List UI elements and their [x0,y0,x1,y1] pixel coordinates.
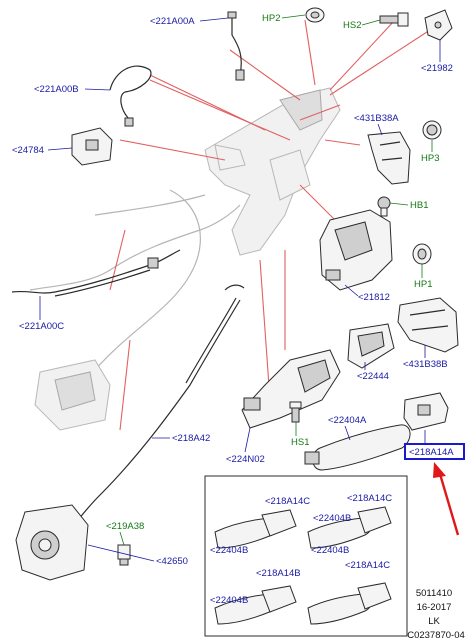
label-219A38: <219A38 [106,521,144,532]
footer-reference: 5011410 16-2017 LK C0237870-04 [407,588,465,641]
cover-431B38A [367,131,411,185]
callout-labels: <221A00A HP2 HS2 <21982 <221A00B <431B38… [12,13,465,606]
screw-HS1 [289,401,302,423]
plug-HP3 [422,120,442,140]
highlight-box-218A14A [404,443,465,460]
label-HS2: HS2 [343,20,361,31]
bolt-HB1 [377,196,391,217]
label-21812: <21812 [358,292,390,303]
ghost-door-structure [29,87,341,431]
inset-label-22404B-4: <22404B [210,595,248,606]
label-221A00C: <221A00C [19,321,64,332]
label-22444: <22444 [357,371,389,382]
red-leader-lines [109,19,431,431]
label-224N02: <224N02 [226,454,265,465]
label-221A00B: <221A00B [34,84,79,95]
label-24784: <24784 [12,145,44,156]
screw-HS2 [379,12,409,27]
label-431B38B: <431B38B [403,359,448,370]
striker-21982 [424,9,453,41]
cable-221A00C [11,249,181,297]
inset-handles [214,506,392,625]
label-218A42: <218A42 [172,433,210,444]
label-HP1: HP1 [414,279,432,290]
handle-22404A [304,424,411,471]
label-HS1: HS1 [291,437,309,448]
label-22404A: <22404A [328,415,367,426]
inset-label-22404B-2: <22404B [210,545,248,556]
inset-label-218A14C-2: <218A14C [347,493,392,504]
latch-21812 [319,209,393,291]
label-221A00A: <221A00A [150,16,195,27]
actuator-42650 [15,504,89,581]
footer-initials: LK [428,616,440,627]
cover-218A14A-part [403,392,449,431]
inset-label-22404B-3: <22404B [311,545,349,556]
inset-label-218A14B: <218A14B [256,568,301,579]
footer-date: 16-2017 [417,602,452,613]
plug-HP2 [305,7,325,23]
module-24784 [71,127,113,166]
red-pointer-arrow [433,462,460,536]
bezel-22444 [347,323,395,369]
footer-ref: C0237870-04 [407,630,465,641]
inset-label-22404B-1: <22404B [313,513,351,524]
label-21982: <21982 [421,63,453,74]
label-42650: <42650 [156,556,188,567]
carrier-224N02 [241,349,341,429]
harness-221A00B [109,65,152,127]
cable-218A42 [77,284,245,521]
label-218A14A: <218A14A [409,447,454,458]
label-431B38A: <431B38A [354,113,399,124]
inset-label-218A14C-1: <218A14C [265,496,310,507]
footer-code: 5011410 [416,588,452,599]
harness-221A00A [227,11,245,81]
label-HB1: HB1 [410,200,428,211]
label-HP3: HP3 [421,153,439,164]
cover-431B38B [397,297,459,353]
variants-inset-box [204,475,408,637]
plug-HP1 [412,243,432,265]
label-HP2: HP2 [262,13,280,24]
inset-label-218A14C-3: <218A14C [345,560,390,571]
